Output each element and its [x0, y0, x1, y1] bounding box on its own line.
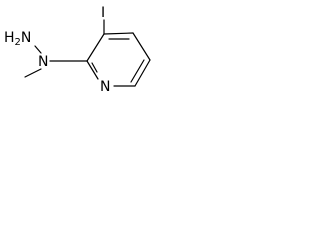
bond-c3-c4 [103, 32, 134, 35]
bond-amine-n-nh2 [34, 45, 42, 54]
hydrazine-nh2-label: H2N [4, 30, 31, 48]
amine-nitrogen-label: N [38, 54, 48, 70]
nh2-hydrogen: H [4, 30, 15, 46]
ring-nitrogen-label: N [100, 79, 110, 95]
bond-c2-c3 [86, 33, 105, 62]
iodine-atom-label: I [101, 5, 105, 21]
bond-c5-c6 [134, 59, 151, 87]
nh2-subscript: 2 [15, 37, 21, 48]
bond-n1-c2 [86, 60, 99, 80]
double-bond-n1-c2 [91, 62, 98, 73]
double-bond-c5-c6 [130, 59, 145, 83]
bond-amine-n-methyl [24, 68, 42, 78]
chemical-structure-diagram: I H2N N N [4, 5, 151, 95]
bond-c4-c5 [132, 32, 151, 61]
nh2-nitrogen: N [21, 30, 31, 46]
